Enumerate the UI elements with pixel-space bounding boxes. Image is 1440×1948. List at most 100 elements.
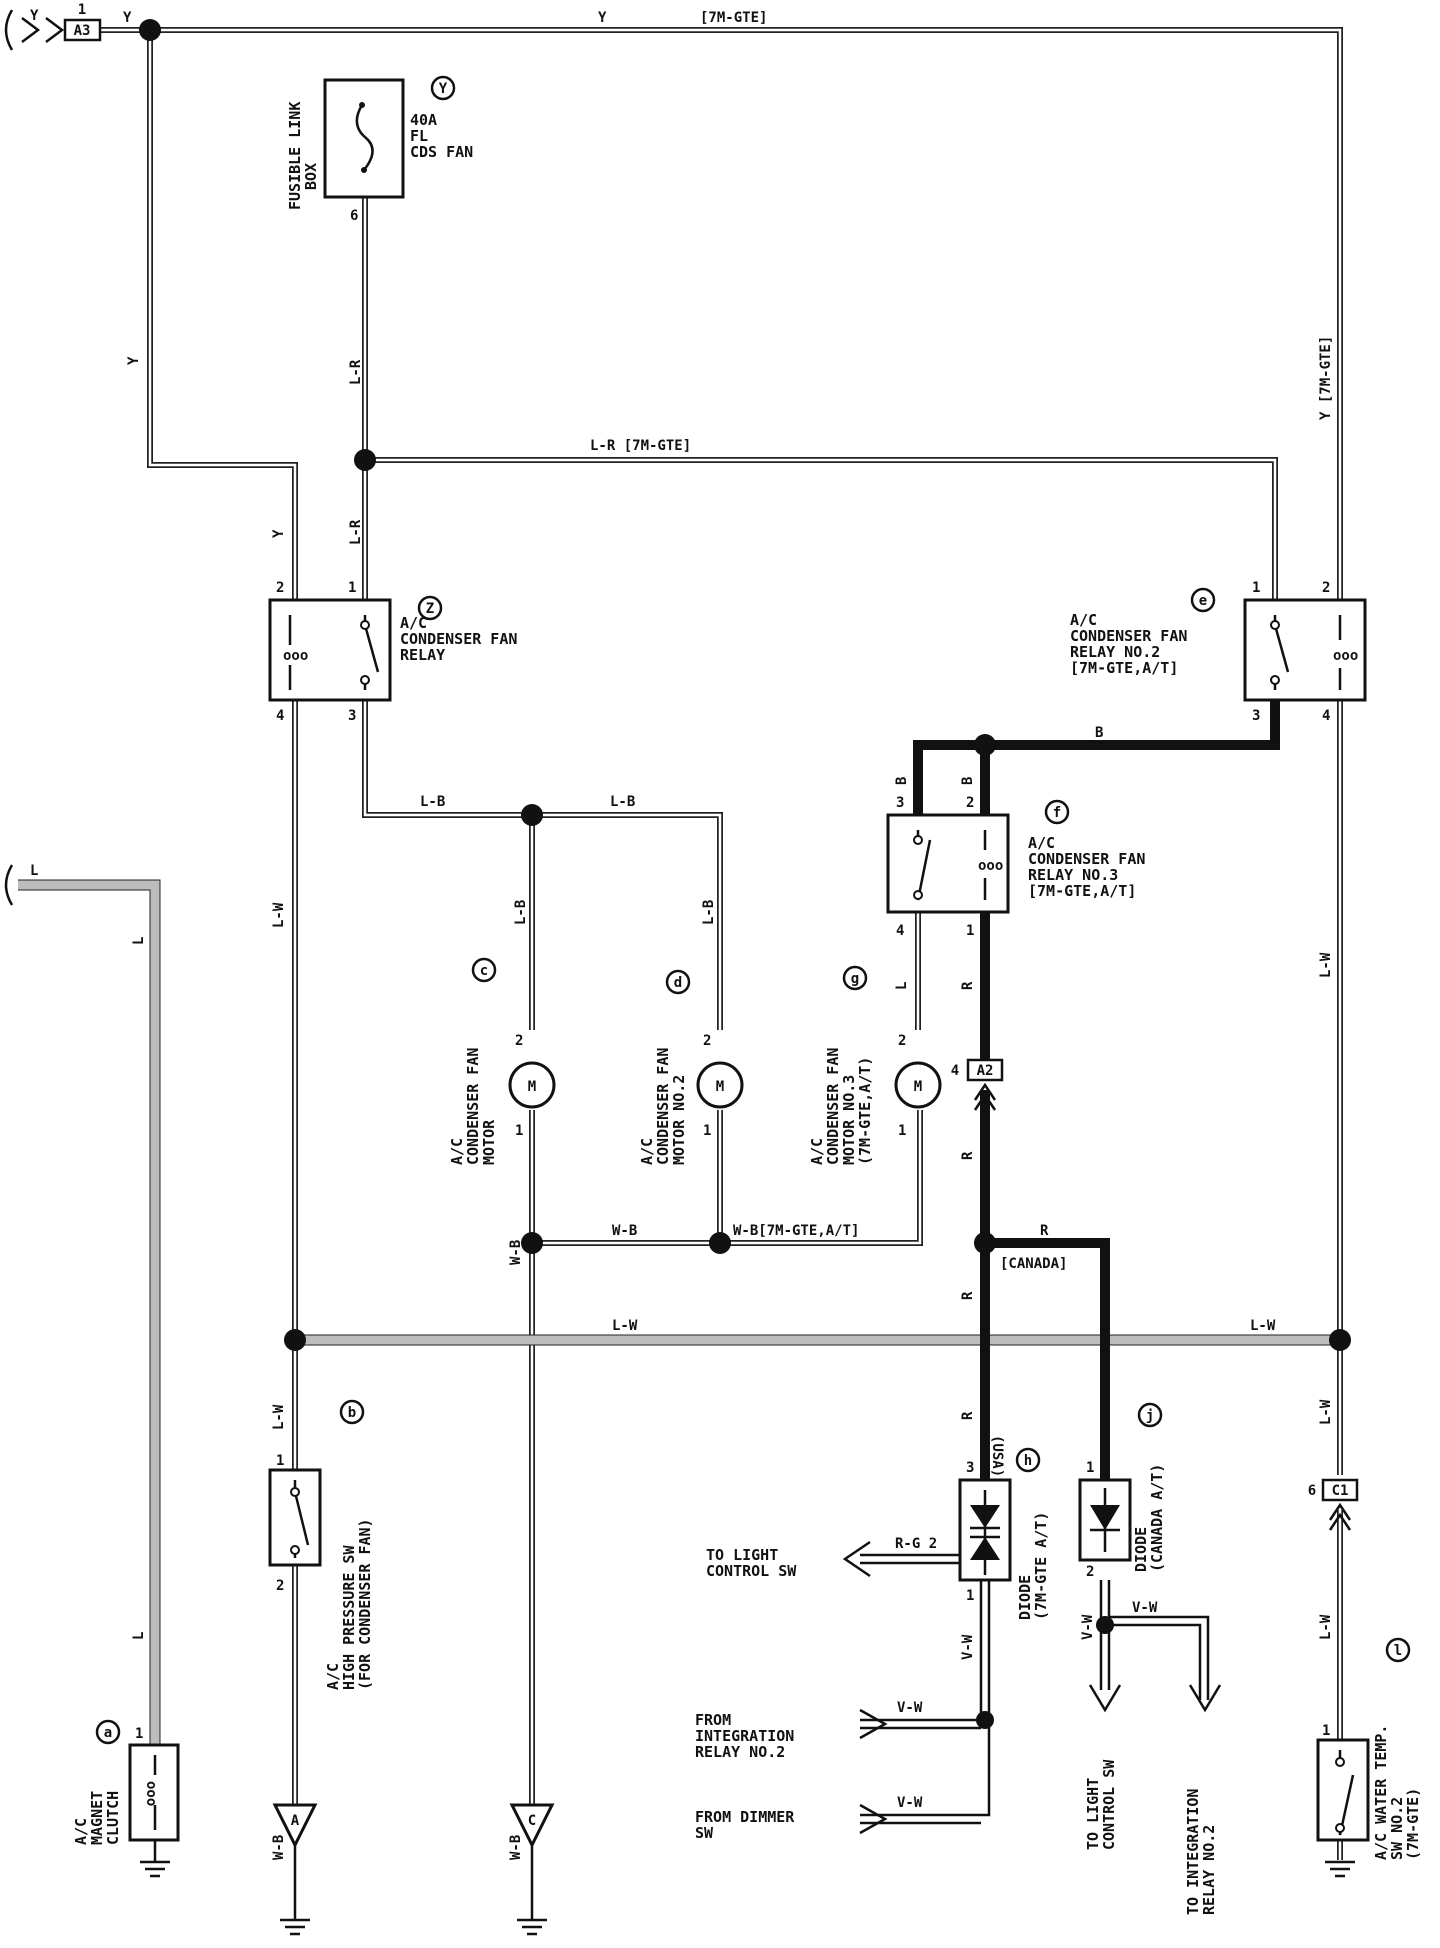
svg-text:RELAY: RELAY	[400, 646, 445, 664]
svg-text:A/C: A/C	[72, 1818, 90, 1845]
svg-text:B: B	[960, 777, 976, 785]
svg-text:SW NO.2: SW NO.2	[1388, 1797, 1406, 1860]
svg-text:(7M-GTE): (7M-GTE)	[1404, 1788, 1422, 1860]
condenser-fan-relay-no2: ooo	[1243, 598, 1367, 702]
svg-text:(FOR CONDENSER FAN): (FOR CONDENSER FAN)	[356, 1518, 374, 1690]
svg-text:2: 2	[1086, 1564, 1094, 1580]
svg-text:f: f	[1053, 805, 1061, 821]
svg-text:SW: SW	[695, 1824, 714, 1842]
svg-text:A/C: A/C	[400, 614, 427, 632]
svg-text:FROM DIMMER: FROM DIMMER	[695, 1808, 795, 1826]
motor-symbol: M	[716, 1079, 724, 1095]
svg-text:1: 1	[78, 2, 86, 18]
pin-numbers: 6 2 1 4 3 1 2 3 4 3 2 4 1 2 1 2 1 2 1 1 …	[135, 208, 1330, 1742]
connector-a3: A3 1	[63, 2, 102, 42]
svg-text:A/C WATER TEMP.: A/C WATER TEMP.	[1372, 1725, 1390, 1860]
diode-j	[1078, 1478, 1132, 1562]
svg-text:e: e	[1199, 593, 1207, 609]
svg-text:MAGNET: MAGNET	[88, 1791, 106, 1845]
svg-text:d: d	[674, 975, 682, 991]
motor-symbol: M	[528, 1079, 536, 1095]
fan-motor-d: M	[696, 1061, 744, 1109]
svg-text:2: 2	[276, 1578, 284, 1594]
svg-text:MOTOR NO.2: MOTOR NO.2	[670, 1075, 688, 1165]
svg-text:6: 6	[1308, 1483, 1316, 1499]
svg-text:RELAY NO.3: RELAY NO.3	[1028, 866, 1118, 884]
svg-text:RELAY NO.2: RELAY NO.2	[1200, 1825, 1218, 1915]
svg-text:Y: Y	[30, 8, 39, 24]
svg-text:Y [7M-GTE]: Y [7M-GTE]	[1318, 336, 1334, 420]
svg-text:INTEGRATION: INTEGRATION	[695, 1727, 794, 1745]
svg-text:1: 1	[966, 923, 974, 939]
coil-icon: ooo	[283, 648, 308, 664]
svg-text:CONTROL SW: CONTROL SW	[706, 1562, 797, 1580]
svg-text:3: 3	[348, 708, 356, 724]
svg-text:1: 1	[1322, 1723, 1330, 1739]
svg-text:4: 4	[276, 708, 284, 724]
magnet-clutch: ooo	[128, 1743, 180, 1878]
svg-text:L-W: L-W	[1318, 1399, 1334, 1425]
svg-text:Y: Y	[123, 10, 132, 26]
svg-text:CLUTCH: CLUTCH	[104, 1791, 122, 1845]
svg-text:L-R: L-R	[348, 519, 364, 545]
svg-text:A3: A3	[74, 23, 91, 39]
svg-text:A: A	[291, 1813, 300, 1829]
svg-text:3: 3	[896, 795, 904, 811]
svg-text:R-G 2: R-G 2	[895, 1536, 937, 1552]
svg-text:CONDENSER FAN: CONDENSER FAN	[400, 630, 517, 648]
svg-text:L-R [7M-GTE]: L-R [7M-GTE]	[590, 438, 691, 454]
svg-text:C: C	[528, 1813, 536, 1829]
svg-text:1: 1	[898, 1123, 906, 1139]
high-pressure-switch	[268, 1468, 322, 1567]
svg-text:CONDENSER FAN: CONDENSER FAN	[1028, 850, 1145, 868]
svg-text:W-B: W-B	[508, 1240, 524, 1265]
svg-text:RELAY NO.2: RELAY NO.2	[1070, 643, 1160, 661]
svg-text:c: c	[480, 963, 488, 979]
svg-text:R: R	[960, 1151, 976, 1160]
ground-c: C	[509, 1803, 555, 1936]
fusible-link-box	[323, 78, 405, 199]
svg-text:B: B	[894, 777, 910, 785]
water-temp-switch	[1316, 1738, 1370, 1878]
svg-text:4: 4	[896, 923, 904, 939]
svg-text:FUSIBLE LINK: FUSIBLE LINK	[286, 102, 304, 210]
svg-text:CDS FAN: CDS FAN	[410, 143, 473, 161]
svg-text:A/C: A/C	[448, 1138, 466, 1165]
svg-text:1: 1	[703, 1123, 711, 1139]
svg-text:Y: Y	[126, 356, 142, 365]
svg-text:3: 3	[966, 1460, 974, 1476]
svg-text:V-W: V-W	[1132, 1600, 1158, 1616]
svg-text:R: R	[960, 981, 976, 990]
svg-text:C1: C1	[1332, 1483, 1349, 1499]
svg-text:HIGH PRESSURE SW: HIGH PRESSURE SW	[340, 1545, 358, 1690]
svg-text:TO LIGHT: TO LIGHT	[1084, 1778, 1102, 1850]
svg-text:FROM: FROM	[695, 1711, 731, 1729]
svg-text:[7M-GTE]: [7M-GTE]	[700, 10, 767, 26]
svg-text:MOTOR: MOTOR	[480, 1119, 498, 1165]
svg-text:RELAY NO.2: RELAY NO.2	[695, 1743, 785, 1761]
svg-text:L: L	[131, 937, 147, 945]
svg-text:A/C: A/C	[1070, 611, 1097, 629]
svg-text:B: B	[1095, 725, 1103, 741]
svg-text:L-W: L-W	[1318, 952, 1334, 978]
svg-text:2: 2	[1322, 580, 1330, 596]
svg-text:TO LIGHT: TO LIGHT	[706, 1546, 778, 1564]
svg-text:W-B[7M-GTE,A/T]: W-B[7M-GTE,A/T]	[733, 1223, 859, 1239]
svg-text:2: 2	[276, 580, 284, 596]
svg-text:V-W: V-W	[897, 1795, 923, 1811]
component-labels: 40A FL CDS FAN FUSIBLE LINK BOX A/C COND…	[72, 102, 1422, 1860]
svg-text:TO INTEGRATION: TO INTEGRATION	[1184, 1789, 1202, 1915]
svg-text:L-W: L-W	[271, 902, 287, 928]
svg-text:R: R	[960, 1291, 976, 1300]
svg-text:L-B: L-B	[701, 900, 717, 925]
svg-text:R: R	[960, 1411, 976, 1420]
svg-text:FL: FL	[410, 127, 428, 145]
condenser-fan-relay: ooo	[268, 598, 392, 702]
arrows	[4, 9, 1352, 1835]
svg-text:V-W: V-W	[960, 1634, 976, 1660]
destination-labels: TO LIGHT CONTROL SW FROM INTEGRATION REL…	[695, 1546, 1218, 1915]
svg-text:[7M-GTE,A/T]: [7M-GTE,A/T]	[1028, 882, 1136, 900]
svg-text:CONDENSER FAN: CONDENSER FAN	[464, 1048, 482, 1165]
svg-text:4: 4	[951, 1063, 959, 1079]
svg-text:2: 2	[515, 1033, 523, 1049]
